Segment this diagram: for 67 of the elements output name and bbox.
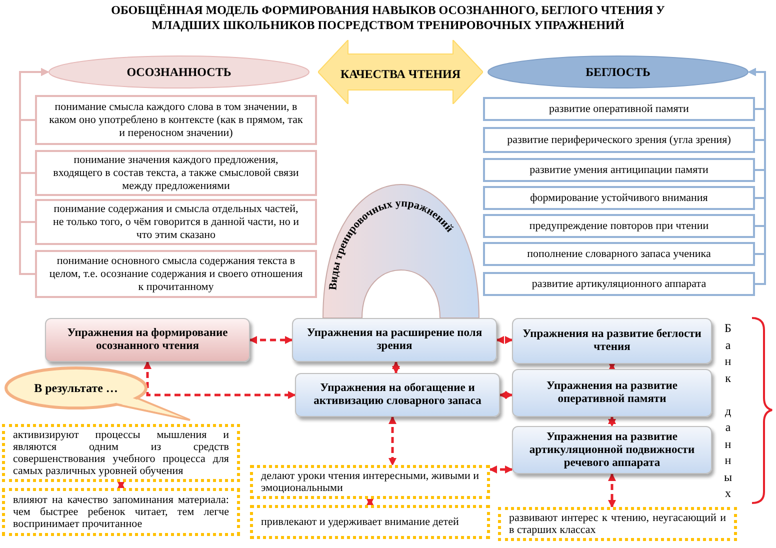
node-text: формирование устойчивого внимания <box>530 192 708 204</box>
text-box <box>483 186 755 210</box>
dashed-arrow <box>608 362 616 371</box>
node-text: Упражнения на развитие беглости чтения <box>522 328 702 354</box>
node-text: БЕГЛОСТЬ <box>586 64 650 81</box>
dashed-arrow <box>608 416 616 427</box>
double-arrow-banner <box>318 40 483 104</box>
node-text: пополнение словарного запаса ученика <box>527 248 711 260</box>
dashed-arrow <box>499 391 513 399</box>
dashed-arrow <box>249 336 293 344</box>
dashed-arrow <box>608 473 616 508</box>
node-text: Упражнения на расширение поля зрения <box>306 327 484 353</box>
vertical-label: Банк данных <box>722 320 734 502</box>
node-text: КАЧЕСТВА ЧТЕНИЯ <box>340 66 461 83</box>
arch-shape <box>322 184 480 318</box>
node-text: делают уроки чтения интересными, живыми и эмоциональными <box>261 470 479 494</box>
oval-label <box>48 55 310 89</box>
exercise-box <box>512 369 712 417</box>
node-text: В результате … <box>34 380 118 397</box>
text-box <box>35 199 317 245</box>
result-box <box>2 488 240 536</box>
node-text: понимание смысла каждого слова в том значении, в каком оно употреблено в контексте (как в прямом, так и переносном значении) <box>49 100 303 140</box>
node-text: развитие периферического зрения (угла зрения) <box>507 134 731 146</box>
text-box <box>483 97 755 121</box>
dashed-arrow <box>496 336 513 344</box>
text-box <box>483 242 755 266</box>
node-text: Упражнения на обогащение и активизацию словарного запаса <box>312 382 482 408</box>
node-text: ОСОЗНАННОСТЬ <box>126 64 232 81</box>
node-text: влияют на качество запоминания материала: чем быстрее ребенок читает, тем легче воспринимает прочитанное <box>13 494 229 530</box>
result-box <box>250 465 490 499</box>
dashed-arrow <box>489 466 513 474</box>
dashed-arrow <box>388 416 396 466</box>
dashed-arrow <box>392 361 400 374</box>
node-text: понимание содержания и смысла отдельных частей, не только того, о чём говорится в данной части, но и что этим сказано <box>52 202 300 242</box>
connector-arrow <box>117 481 125 489</box>
exercise-box <box>45 318 250 362</box>
text-box <box>35 95 317 145</box>
node-text: развитие артикуляционного аппарата <box>532 278 706 290</box>
node-text: развивают интерес к чтению, неугасающий и в старших классах <box>509 512 726 536</box>
connector-arrow <box>366 498 374 506</box>
result-box <box>2 424 240 482</box>
exercise-box <box>292 318 497 362</box>
exercise-box <box>512 318 712 364</box>
result-box <box>250 505 490 539</box>
text-box <box>483 214 755 238</box>
result-box <box>498 507 737 541</box>
text-box <box>35 150 317 196</box>
node-text: понимание значения каждого предложения, входящего в состав текста, а также смысловой связи между предложениями <box>52 154 300 192</box>
node-text: привлекают и удерживает внимание детей <box>261 516 460 528</box>
text-box <box>483 272 755 296</box>
node-text: понимание основного смысла содержания текста в целом, т.е. осознание содержания и своего отношения к прочитанному <box>49 254 303 294</box>
dashed-arrow <box>144 361 296 399</box>
exercise-box <box>512 426 712 474</box>
text-box <box>35 250 317 298</box>
connector-arrow <box>19 68 49 275</box>
node-text: развитие оперативной памяти <box>549 102 689 116</box>
node-text: Упражнения на формирование осознанного чтения <box>66 327 229 353</box>
title: ОБОБЩЁННАЯ МОДЕЛЬ ФОРМИРОВАНИЯ НАВЫКОВ ОСОЗНАННОГО, БЕГЛОГО ЧТЕНИЯ У МЛАДШИХ ШКОЛЬНИКОВ ПОСРЕДСТВОМ ТРЕНИРОВОЧНЫХ УПРАЖНЕНИЙ <box>110 3 666 33</box>
node-text: активизируют процессы мышления и являются одним из средств совершенствования учебного процесса для самых различных уровней обучения <box>13 429 229 477</box>
text-box <box>483 127 755 153</box>
node-text: предупреждение повторов при чтении <box>529 220 709 232</box>
node-text: Упражнения на развитие оперативной памяти <box>546 380 678 406</box>
node-text: Упражнения на развитие артикуляционной подвижности речевого аппарата <box>528 430 696 470</box>
exercise-box <box>295 373 500 417</box>
oval-label <box>487 55 749 89</box>
text-box <box>483 158 755 182</box>
node-text: развитие умения антиципации памяти <box>530 164 708 176</box>
